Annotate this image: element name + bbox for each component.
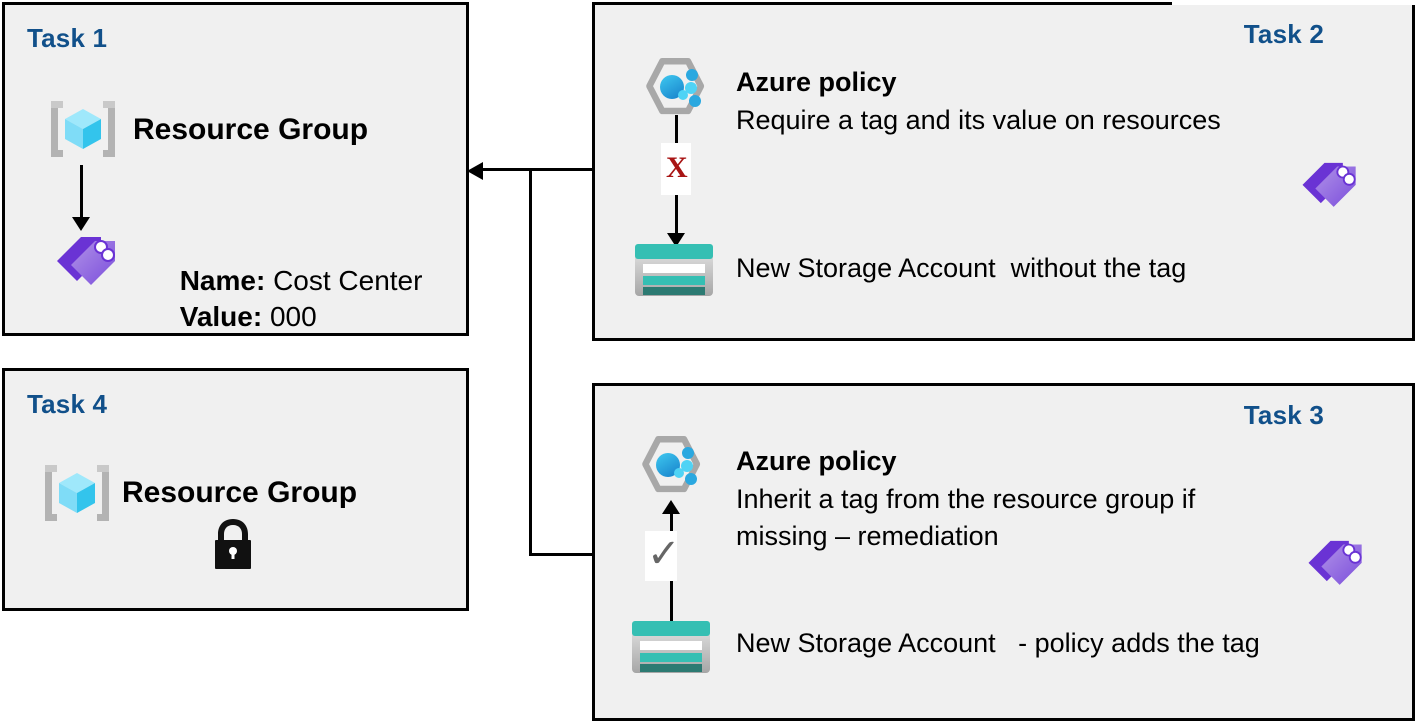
storage-account-icon [633, 242, 715, 298]
tag-value-key: Value: [179, 301, 263, 332]
task-4-label: Task 4 [27, 389, 108, 419]
storage-account-text: New Storage Account without the tag [736, 253, 1187, 283]
task1-arrow-head [72, 217, 90, 231]
resource-group-icon [41, 461, 113, 525]
tag-name-value: Cost Center [273, 265, 423, 296]
tag-value-value: 000 [269, 301, 317, 332]
task2-flow-arrow-head [667, 233, 685, 247]
task2-to-task1-connector [482, 168, 594, 171]
azure-policy-title: Azure policy [736, 446, 897, 476]
azure-policy-description-line-2: missing – remediation [736, 521, 999, 551]
resource-group-icon [47, 97, 119, 161]
tag-name-key: Name: [179, 265, 266, 296]
resource-group-title: Resource Group [122, 476, 358, 509]
task-2-label: Task 2 [1243, 19, 1324, 49]
azure-policy-title: Azure policy [736, 67, 897, 97]
flow-marker-check: ✓ [647, 532, 681, 576]
tag-name-row: Name: Cost Center [133, 227, 423, 335]
flow-marker-backdrop [661, 143, 691, 195]
tag-icon [51, 227, 123, 291]
azure-policy-description: Require a tag and its value on resources [736, 105, 1221, 135]
task3-flow-arrow-head [662, 500, 680, 514]
task3-to-task1-vertical-branch [529, 168, 532, 556]
resource-group-title: Resource Group [133, 113, 369, 146]
panel-task-1: Task 1 Resource Group [2, 2, 469, 336]
task1-arrow-shaft [80, 165, 83, 219]
tag-icon [1297, 153, 1363, 213]
panel-task-2: Task 2 Azure policy Require a ta [592, 2, 1415, 341]
task2-to-task1-arrowhead [467, 162, 483, 180]
panel-task-4: Task 4 Resource Group [2, 368, 469, 611]
task-1-label: Task 1 [27, 23, 108, 53]
tag-icon [1303, 531, 1369, 591]
storage-account-icon [630, 619, 712, 675]
azure-policy-icon [635, 431, 715, 501]
tag-value-row: Value: 000 [133, 263, 317, 371]
panel-task-3: Task 3 Azure policy Inherit a tag from t… [592, 383, 1415, 721]
azure-policy-icon [639, 53, 719, 123]
task-3-label: Task 3 [1243, 400, 1324, 430]
storage-account-text: New Storage Account - policy adds the ta… [736, 628, 1260, 658]
flow-marker-backdrop [645, 531, 677, 581]
lock-icon [209, 516, 257, 572]
azure-policy-description-line-1: Inherit a tag from the resource group if [736, 484, 1196, 514]
top-right-notch [1172, 0, 1417, 5]
flow-marker-x: X [666, 151, 688, 184]
task3-to-task1-horizontal-branch [529, 553, 594, 556]
